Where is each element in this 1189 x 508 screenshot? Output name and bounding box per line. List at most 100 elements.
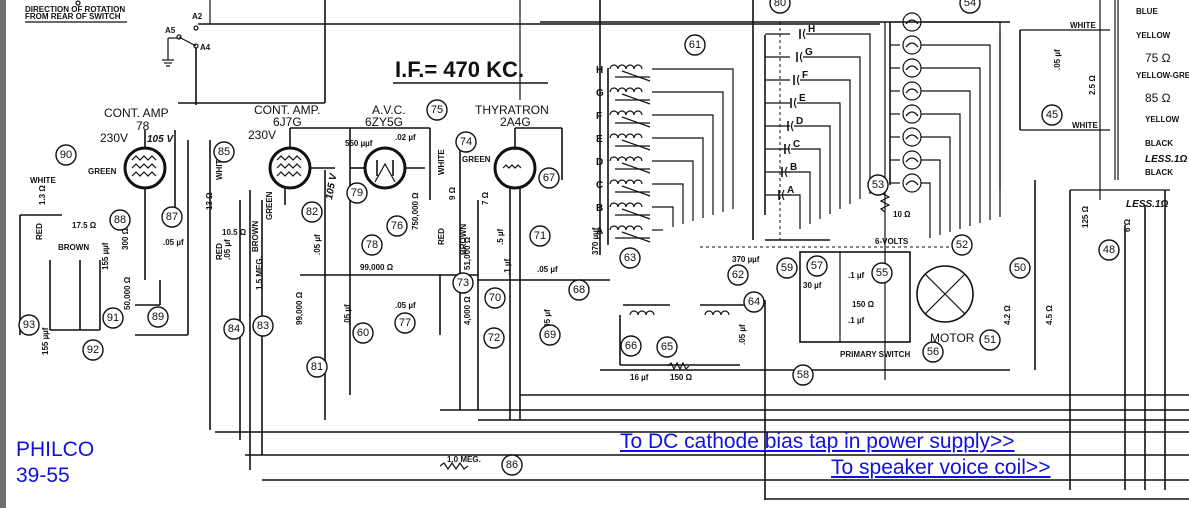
svg-text:78: 78 bbox=[136, 119, 150, 133]
svg-text:55: 55 bbox=[876, 267, 888, 279]
svg-text:.05 µf: .05 µf bbox=[395, 301, 416, 310]
svg-text:H: H bbox=[596, 65, 603, 76]
middle-section-labels: WHITE RED 13 Ω 10.5 Ω BROWN GREEN .05 µf… bbox=[41, 49, 1062, 355]
reference-number-58: 58 bbox=[792, 364, 814, 386]
speaker-voice-coil-link[interactable]: To speaker voice coil>> bbox=[831, 456, 1051, 479]
pilot-lamp bbox=[890, 81, 971, 226]
reference-number-67: 67 bbox=[538, 167, 560, 189]
svg-text:105 V: 105 V bbox=[147, 134, 174, 145]
dc-cathode-bias-link[interactable]: To DC cathode bias tap in power supply>> bbox=[620, 430, 1015, 453]
reference-number-86: 86 bbox=[501, 454, 523, 476]
pilot-lamp bbox=[890, 58, 981, 223]
svg-text:G: G bbox=[596, 88, 604, 99]
padder-cap-d: D bbox=[765, 116, 831, 214]
reference-number-55: 55 bbox=[871, 262, 893, 284]
svg-text:78: 78 bbox=[366, 239, 378, 251]
svg-text:BROWN: BROWN bbox=[251, 221, 260, 252]
reference-number-60: 60 bbox=[352, 322, 374, 344]
reference-number-76: 76 bbox=[386, 215, 408, 237]
svg-text:D: D bbox=[596, 157, 603, 168]
padder-cap-e: E bbox=[765, 93, 841, 209]
reference-number-81: 81 bbox=[306, 356, 328, 378]
svg-text:30 µf: 30 µf bbox=[803, 281, 822, 290]
svg-text:52: 52 bbox=[956, 239, 968, 251]
svg-text:85: 85 bbox=[218, 146, 230, 158]
svg-text:CONT. AMP.: CONT. AMP. bbox=[254, 103, 320, 117]
reference-number-66: 66 bbox=[620, 335, 642, 357]
svg-text:A5: A5 bbox=[165, 26, 176, 35]
reference-number-85: 85 bbox=[213, 141, 235, 163]
svg-text:4,000 Ω: 4,000 Ω bbox=[463, 296, 472, 325]
reference-number-62: 62 bbox=[727, 264, 749, 286]
svg-text:1.3 Ω: 1.3 Ω bbox=[38, 185, 47, 205]
svg-text:125 Ω: 125 Ω bbox=[1081, 205, 1090, 228]
svg-text:150 Ω: 150 Ω bbox=[852, 300, 875, 309]
svg-text:YELLOW-GREEN: YELLOW-GREEN bbox=[1136, 71, 1189, 80]
svg-text:550 µµf: 550 µµf bbox=[345, 139, 373, 148]
svg-text:.1 µf: .1 µf bbox=[848, 316, 865, 325]
svg-text:E: E bbox=[596, 134, 603, 145]
svg-text:A2: A2 bbox=[192, 12, 203, 21]
svg-text:WHITE: WHITE bbox=[215, 154, 224, 180]
svg-text:1.0 MEG.: 1.0 MEG. bbox=[447, 455, 481, 464]
reference-number-72: 72 bbox=[483, 327, 505, 349]
reference-number-90: 90 bbox=[55, 144, 77, 166]
svg-text:WHITE: WHITE bbox=[437, 149, 446, 175]
svg-text:370 µµf: 370 µµf bbox=[591, 227, 600, 255]
reference-number-68: 68 bbox=[568, 279, 590, 301]
output-transformers: WHITE WHITE 2.5 Ω BLUE YELLOW 75 Ω YELLO… bbox=[999, 0, 1189, 490]
svg-text:B: B bbox=[790, 162, 797, 173]
tube-78: CONT. AMP 78 230V 105 V bbox=[100, 106, 176, 280]
svg-text:THYRATRON: THYRATRON bbox=[475, 103, 549, 117]
svg-text:2.5 Ω: 2.5 Ω bbox=[1088, 75, 1097, 95]
svg-text:BLACK: BLACK bbox=[1145, 168, 1173, 177]
svg-text:GREEN: GREEN bbox=[265, 191, 274, 220]
svg-text:10 Ω: 10 Ω bbox=[893, 210, 911, 219]
svg-text:58: 58 bbox=[797, 369, 809, 381]
svg-text:LESS.1Ω: LESS.1Ω bbox=[1145, 154, 1187, 165]
padder-cap-a: A bbox=[765, 185, 801, 229]
svg-text:75 Ω: 75 Ω bbox=[1145, 51, 1171, 65]
svg-text:6J7G: 6J7G bbox=[273, 115, 302, 129]
reference-number-87: 87 bbox=[161, 206, 183, 228]
band-coil-h: H bbox=[596, 64, 734, 209]
padder-cap-c: C bbox=[765, 139, 821, 219]
svg-text:63: 63 bbox=[624, 252, 636, 264]
band-coil-c: C bbox=[596, 179, 684, 224]
svg-text:750,000 Ω: 750,000 Ω bbox=[411, 192, 420, 230]
input-section: WHITE GREEN BROWN RED 1.3 Ω 17.5 Ω 155 µ… bbox=[19, 167, 188, 336]
svg-text:BLUE: BLUE bbox=[1136, 7, 1158, 16]
svg-text:WHITE: WHITE bbox=[1072, 121, 1098, 130]
reference-number-56: 56 bbox=[922, 341, 944, 363]
pilot-lamps bbox=[889, 12, 1001, 238]
tuning-motor: MOTOR bbox=[916, 265, 975, 345]
pilot-lamp bbox=[890, 104, 961, 229]
model-brand-label: PHILCO bbox=[16, 438, 95, 461]
svg-text:54: 54 bbox=[964, 0, 976, 9]
reference-number-61: 61 bbox=[684, 34, 706, 56]
svg-text:.05 µf: .05 µf bbox=[543, 309, 552, 330]
svg-text:.05 µf: .05 µf bbox=[313, 234, 322, 255]
svg-text:WHITE: WHITE bbox=[30, 176, 56, 185]
svg-text:81: 81 bbox=[311, 361, 323, 373]
svg-text:GREEN: GREEN bbox=[462, 155, 491, 164]
svg-text:BLACK: BLACK bbox=[1145, 139, 1173, 148]
reference-number-93: 93 bbox=[18, 314, 40, 336]
svg-text:.5 µf: .5 µf bbox=[496, 228, 505, 245]
reference-number-92: 92 bbox=[82, 339, 104, 361]
reference-number-71: 71 bbox=[529, 225, 551, 247]
svg-text:370 µµf: 370 µµf bbox=[732, 255, 760, 264]
svg-text:61: 61 bbox=[689, 39, 701, 51]
svg-text:17.5 Ω: 17.5 Ω bbox=[72, 221, 97, 230]
svg-text:53: 53 bbox=[872, 179, 884, 191]
band-coil-a: A bbox=[596, 225, 663, 243]
svg-text:A: A bbox=[596, 226, 603, 237]
svg-text:YELLOW: YELLOW bbox=[1136, 31, 1171, 40]
svg-text:GREEN: GREEN bbox=[88, 167, 117, 176]
reference-number-80: 80 bbox=[769, 0, 791, 14]
svg-text:6-VOLTS: 6-VOLTS bbox=[875, 237, 909, 246]
reference-number-63: 63 bbox=[619, 247, 641, 269]
tube-6j7g: CONT. AMP. 6J7G 230V 105 V bbox=[248, 103, 430, 205]
svg-text:60: 60 bbox=[357, 327, 369, 339]
